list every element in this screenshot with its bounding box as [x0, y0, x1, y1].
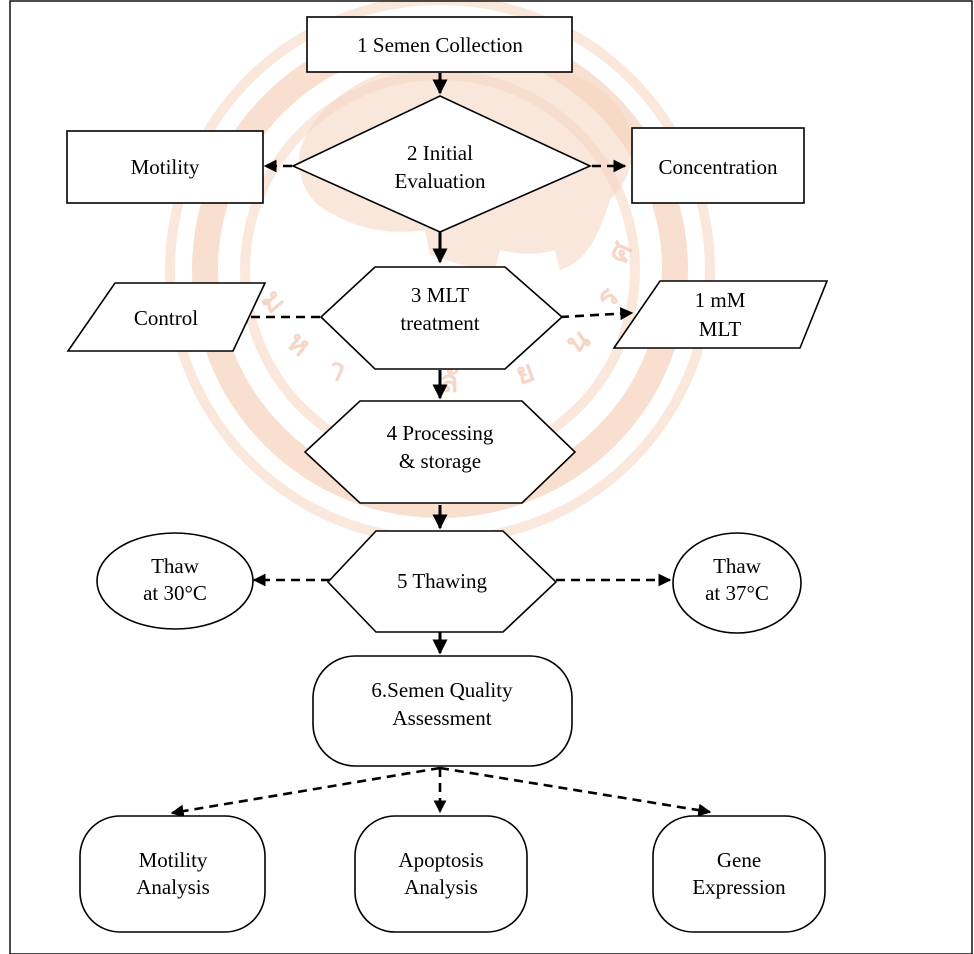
node-mlt-treatment: 3 MLT treatment	[319, 266, 564, 370]
node-gene-expression: Gene Expression	[652, 815, 826, 933]
node-concentration: Concentration	[631, 127, 805, 204]
node-label: 1 mM	[695, 288, 746, 312]
node-label: Evaluation	[395, 169, 486, 193]
node-label: 3 MLT	[411, 283, 469, 307]
node-label: 6.Semen Quality	[371, 678, 513, 702]
node-label: MLT	[699, 317, 742, 341]
svg-text:น: น	[560, 321, 597, 362]
node-label: Analysis	[136, 875, 210, 899]
node-label: & storage	[399, 449, 481, 473]
svg-text:า: า	[322, 351, 352, 390]
node-thawing: 5 Thawing	[326, 530, 558, 633]
node-semen-quality-assessment: 6.Semen Quality Assessment	[312, 655, 573, 767]
node-apoptosis-analysis: Apoptosis Analysis	[354, 815, 528, 933]
node-label: Thaw	[713, 554, 762, 578]
node-motility: Motility	[66, 130, 264, 204]
node-label: Control	[134, 306, 198, 330]
svg-text:ห: ห	[280, 324, 318, 364]
connectors	[170, 73, 712, 818]
node-motility-analysis: Motility Analysis	[79, 815, 266, 933]
node-label: at 37°C	[705, 581, 769, 605]
node-label: Apoptosis	[398, 848, 483, 872]
svg-text:ลั: ลั	[440, 365, 459, 400]
node-label: 1 Semen Collection	[357, 33, 523, 57]
node-label: 2 Initial	[407, 141, 473, 165]
node-label: Assessment	[392, 706, 491, 730]
node-label: Expression	[692, 875, 786, 899]
node-label: Analysis	[404, 875, 478, 899]
node-1mm-mlt: 1 mM MLT	[612, 280, 829, 349]
node-label: Motility	[139, 848, 208, 872]
node-label: Concentration	[659, 155, 778, 179]
node-thaw-30c: Thaw at 30°C	[96, 532, 254, 630]
node-label: 4 Processing	[387, 421, 494, 445]
node-thaw-37c: Thaw at 37°C	[672, 532, 802, 634]
svg-text:ร: ร	[589, 280, 626, 315]
node-label: Thaw	[151, 554, 200, 578]
node-label: Gene	[717, 848, 761, 872]
node-semen-collection: 1 Semen Collection	[306, 16, 573, 73]
node-processing-storage: 4 Processing & storage	[303, 400, 577, 504]
node-label: treatment	[400, 311, 479, 335]
diagram-frame	[9, 0, 973, 954]
node-control: Control	[66, 282, 267, 352]
node-initial-evaluation: 2 Initial Evaluation	[291, 95, 592, 233]
node-label: at 30°C	[143, 581, 207, 605]
node-label: 5 Thawing	[397, 569, 488, 593]
node-label: Motility	[131, 155, 200, 179]
